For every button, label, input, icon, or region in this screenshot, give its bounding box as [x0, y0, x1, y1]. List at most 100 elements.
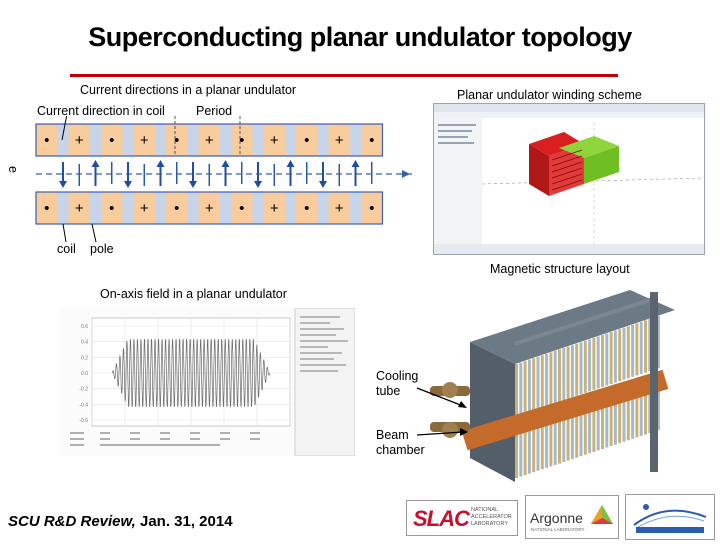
slide-title: Superconducting planar undulator topolog…: [88, 22, 632, 52]
title-underline: [70, 74, 618, 77]
beam-arrowhead: [402, 170, 410, 178]
top-current-symbol-6: •: [239, 132, 244, 149]
coil-row-bottom: •+•+•+•+•+•: [35, 191, 384, 225]
bottom-coil-1: [68, 192, 90, 224]
bottom-coil-9: [328, 192, 350, 224]
slac-sub-1: NATIONAL: [471, 507, 499, 513]
top-pole-0: [57, 124, 69, 156]
coil-row-top: • + • + • + • + • + •: [35, 123, 384, 157]
callout-arrows: [416, 387, 468, 436]
field-trace: [111, 338, 271, 408]
bottom-pole-7: [285, 192, 296, 224]
beam-label: e: [6, 166, 20, 173]
bottom-current-symbol-8: •: [304, 200, 309, 217]
top-pole-3: [155, 124, 166, 156]
slac-sub-3: LABORATORY: [471, 521, 508, 527]
field-plot-caption: On-axis field in a planar undulator: [100, 287, 287, 301]
top-pole-9: [350, 124, 361, 156]
pole-label: pole: [90, 242, 114, 256]
top-current-symbol-4: •: [174, 132, 179, 149]
footer-date: Jan. 31, 2014: [135, 513, 233, 530]
top-current-symbol-0: •: [44, 132, 49, 149]
top-coil-6: [231, 124, 253, 156]
coil-pointer: [62, 223, 67, 243]
bottom-current-symbol-6: •: [239, 200, 244, 217]
bottom-current-symbol-3: +: [140, 200, 149, 217]
bottom-pole-5: [220, 192, 231, 224]
top-coil-3: [133, 124, 155, 156]
footer-main: SCU R&D Review,: [8, 513, 136, 530]
field-y-tick-2: 0.2: [81, 355, 88, 361]
magnetic-structure-image: [430, 282, 692, 500]
pole-pointer: [91, 223, 97, 243]
period-label: Period: [196, 104, 233, 118]
argonne-logo-text: Argonne: [530, 510, 583, 526]
top-coil-5: [198, 124, 220, 156]
current-pointer: [61, 116, 68, 141]
bottom-pole-9: [350, 192, 361, 224]
top-current-symbol-5: +: [205, 132, 214, 149]
top-pole-5: [220, 124, 231, 156]
bottom-coil-8: [296, 192, 318, 224]
bottom-coil-4: [166, 192, 188, 224]
bottom-current-symbol-10: •: [369, 200, 374, 217]
top-pole-1: [90, 124, 101, 156]
bottom-pole-0: [57, 192, 69, 224]
footer-text: SCU R&D Review, Jan. 31, 2014: [8, 513, 233, 530]
bottom-coil-3: [133, 192, 155, 224]
top-current-symbol-10: •: [369, 132, 374, 149]
top-pole-7: [285, 124, 296, 156]
argonne-mark-icon: [591, 505, 613, 524]
top-current-symbol-9: +: [335, 132, 344, 149]
top-pole-4: [187, 124, 199, 156]
top-coil-0: [36, 124, 58, 156]
bottom-current-symbol-5: +: [205, 200, 214, 217]
bottom-coil-7: [263, 192, 285, 224]
field-y-tick-0: 0.6: [81, 324, 88, 330]
bottom-coil-2: [101, 192, 123, 224]
top-current-symbol-8: •: [304, 132, 309, 149]
current-direction-label: Current direction in coil: [37, 104, 165, 118]
top-current-symbol-7: +: [270, 132, 279, 149]
cooling-tube-label: Cooling tube: [376, 369, 419, 398]
coil-diagram: • + • + • + • + • + • • + • + • + • + • + •: [35, 116, 413, 243]
coil-diagram-caption: Current directions in a planar undulator: [80, 83, 297, 97]
bottom-current-symbol-1: +: [75, 200, 84, 217]
top-current-symbol-3: +: [140, 132, 149, 149]
top-pole-6: [252, 124, 264, 156]
top-pole-8: [317, 124, 329, 156]
bottom-pole-3: [155, 192, 166, 224]
bottom-pole-2: [122, 192, 134, 224]
bottom-pole-6: [252, 192, 264, 224]
top-coil-7: [263, 124, 285, 156]
top-coil-9: [328, 124, 350, 156]
top-coil-10: [361, 124, 383, 156]
field-y-tick-5: -0.4: [79, 402, 88, 408]
top-current-symbol-1: +: [75, 132, 84, 149]
top-pole-2: [122, 124, 134, 156]
beam-chamber-label: Beam chamber: [376, 428, 425, 457]
bottom-current-symbol-9: +: [335, 200, 344, 217]
top-coil-1: [68, 124, 90, 156]
field-y-tick-4: -0.2: [79, 387, 88, 393]
pole-arrows: [59, 160, 373, 188]
bottom-pole-1: [90, 192, 101, 224]
bottom-current-symbol-2: •: [109, 200, 114, 217]
slac-sub-2: ACCELERATOR: [471, 514, 512, 520]
field-y-tick-1: 0.4: [81, 340, 88, 346]
top-coil-8: [296, 124, 318, 156]
bottom-current-symbol-7: +: [270, 200, 279, 217]
bottom-current-symbol-4: •: [174, 200, 179, 217]
winding-scheme-screenshot: [433, 103, 705, 255]
top-current-symbol-2: •: [109, 132, 114, 149]
winding-scheme-caption: Planar undulator winding scheme: [457, 88, 642, 102]
field-y-tick-6: -0.6: [79, 418, 88, 424]
bottom-coil-6: [231, 192, 253, 224]
bottom-coil-5: [198, 192, 220, 224]
slac-logo: SLAC NATIONAL ACCELERATOR LABORATORY: [406, 500, 518, 536]
bottom-pole-4: [187, 192, 199, 224]
top-coil-4: [166, 124, 188, 156]
slac-logo-text: SLAC: [413, 506, 470, 531]
magnetic-structure-caption: Magnetic structure layout: [490, 262, 630, 276]
